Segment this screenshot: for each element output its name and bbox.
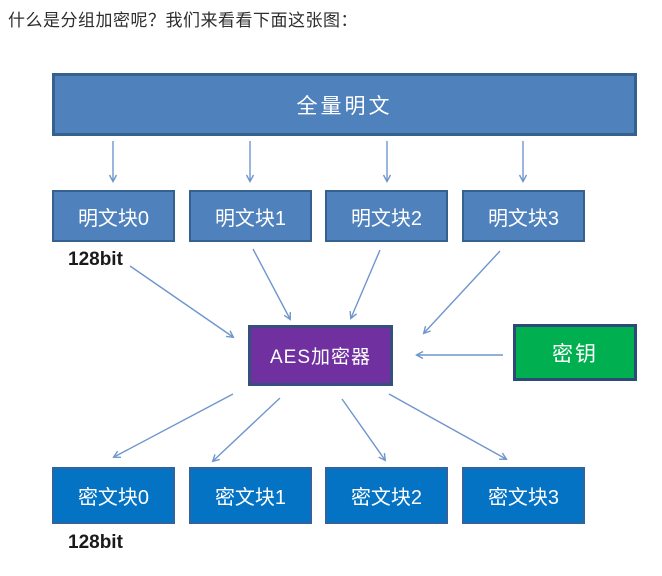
- ciphertext-block-2: 密文块2: [325, 467, 448, 524]
- plaintext-block-3: 明文块3: [462, 190, 585, 242]
- key-box: 密钥: [513, 324, 637, 381]
- plaintext-bits-label: 128bit: [68, 249, 123, 270]
- arrow-output-2: [341, 398, 387, 462]
- full-plaintext-box: 全量明文: [52, 73, 637, 136]
- arrow-output-1: [211, 397, 281, 463]
- ciphertext-bits-label: 128bit: [68, 532, 123, 553]
- plaintext-block-1: 明文块1: [189, 190, 312, 242]
- arrow-output-3: [388, 393, 508, 460]
- arrow-encrypt-0: [129, 265, 235, 339]
- plaintext-block-0: 明文块0: [52, 190, 175, 242]
- ciphertext-block-0: 密文块0: [52, 467, 175, 524]
- arrow-encrypt-1: [252, 248, 291, 321]
- page-title: 什么是分组加密呢？我们来看看下面这张图：: [8, 11, 358, 30]
- plaintext-block-2: 明文块2: [325, 190, 448, 242]
- arrow-output-0: [112, 393, 234, 458]
- aes-encryptor-box: AES加密器: [248, 325, 393, 386]
- ciphertext-block-1: 密文块1: [189, 467, 312, 524]
- ciphertext-block-3: 密文块3: [462, 467, 585, 524]
- arrow-encrypt-3: [422, 250, 501, 335]
- arrow-encrypt-2: [349, 249, 381, 320]
